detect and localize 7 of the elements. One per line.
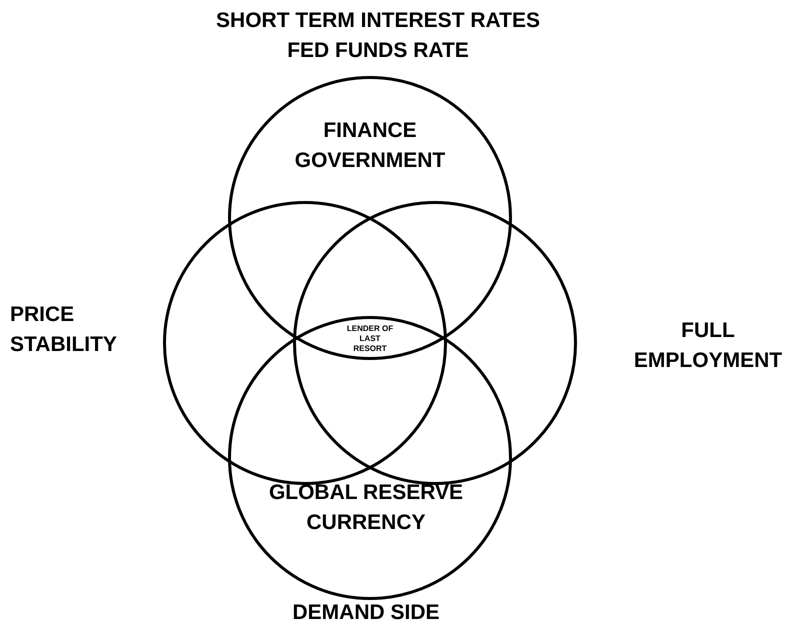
- circle-label: FULL EMPLOYMENT: [632, 318, 784, 374]
- circle-label: GLOBAL RESERVE CURRENCY: [268, 480, 464, 536]
- overlap-label: LENDER OF LAST RESORT: [346, 324, 394, 354]
- circle-label: PRICE STABILITY: [10, 302, 118, 358]
- circle-label: FINANCE GOVERNMENT: [294, 118, 446, 174]
- heading-text: SHORT TERM INTEREST RATES FED FUNDS RATE: [215, 8, 541, 64]
- caption-text: DEMAND SIDE: [291, 600, 440, 624]
